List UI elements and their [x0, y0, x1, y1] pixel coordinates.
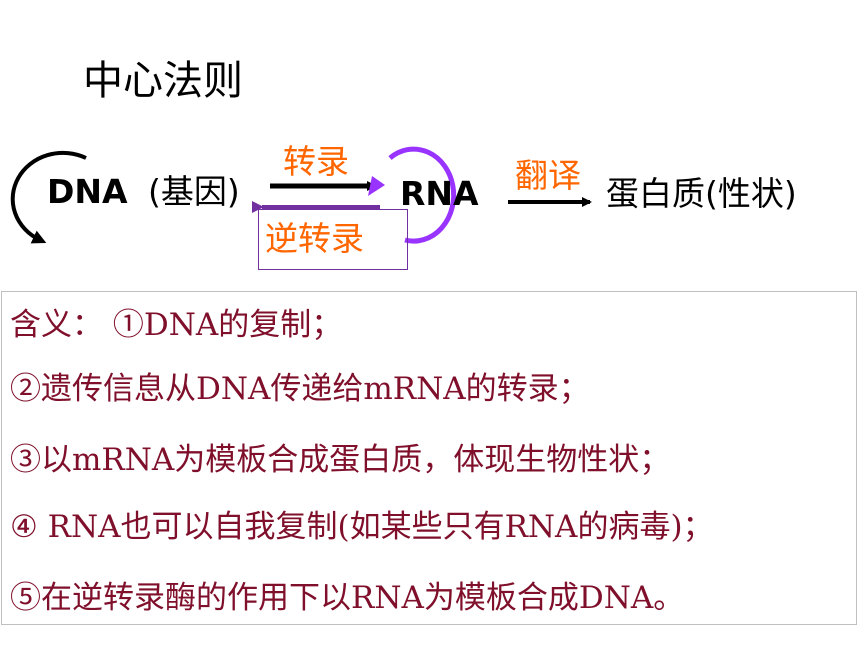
- translation-label: 翻译: [515, 156, 581, 195]
- gene-label: (基因): [148, 172, 240, 211]
- meaning-line: ⑤在逆转录酶的作用下以RNA为模板合成DNA。: [10, 580, 685, 616]
- reverse-transcription-label: 逆转录: [265, 219, 364, 258]
- protein-node: 蛋白质(性状): [606, 174, 797, 213]
- reverse-transcription-box: [258, 209, 408, 270]
- rna-node: RNA: [400, 174, 479, 213]
- rna-replication-loop: [388, 146, 457, 244]
- meaning-line: ④ RNA也可以自我复制(如某些只有RNA的病毒)；: [10, 509, 714, 545]
- meaning-panel: [1, 291, 857, 625]
- transcription-label: 转录: [283, 142, 349, 181]
- dna-node: DNA: [47, 172, 128, 211]
- rna-loop-head-icon: [368, 176, 385, 196]
- meaning-line: ②遗传信息从DNA传递给mRNA的转录；: [10, 371, 590, 407]
- dna-replication-loop: [10, 150, 87, 244]
- meaning-line: 含义： ①DNA的复制；: [10, 307, 343, 343]
- page-title: 中心法则: [83, 58, 243, 104]
- central-dogma-diagram: [10, 146, 592, 244]
- meaning-line: ③以mRNA为模板合成蛋白质，体现生物性状；: [10, 442, 671, 478]
